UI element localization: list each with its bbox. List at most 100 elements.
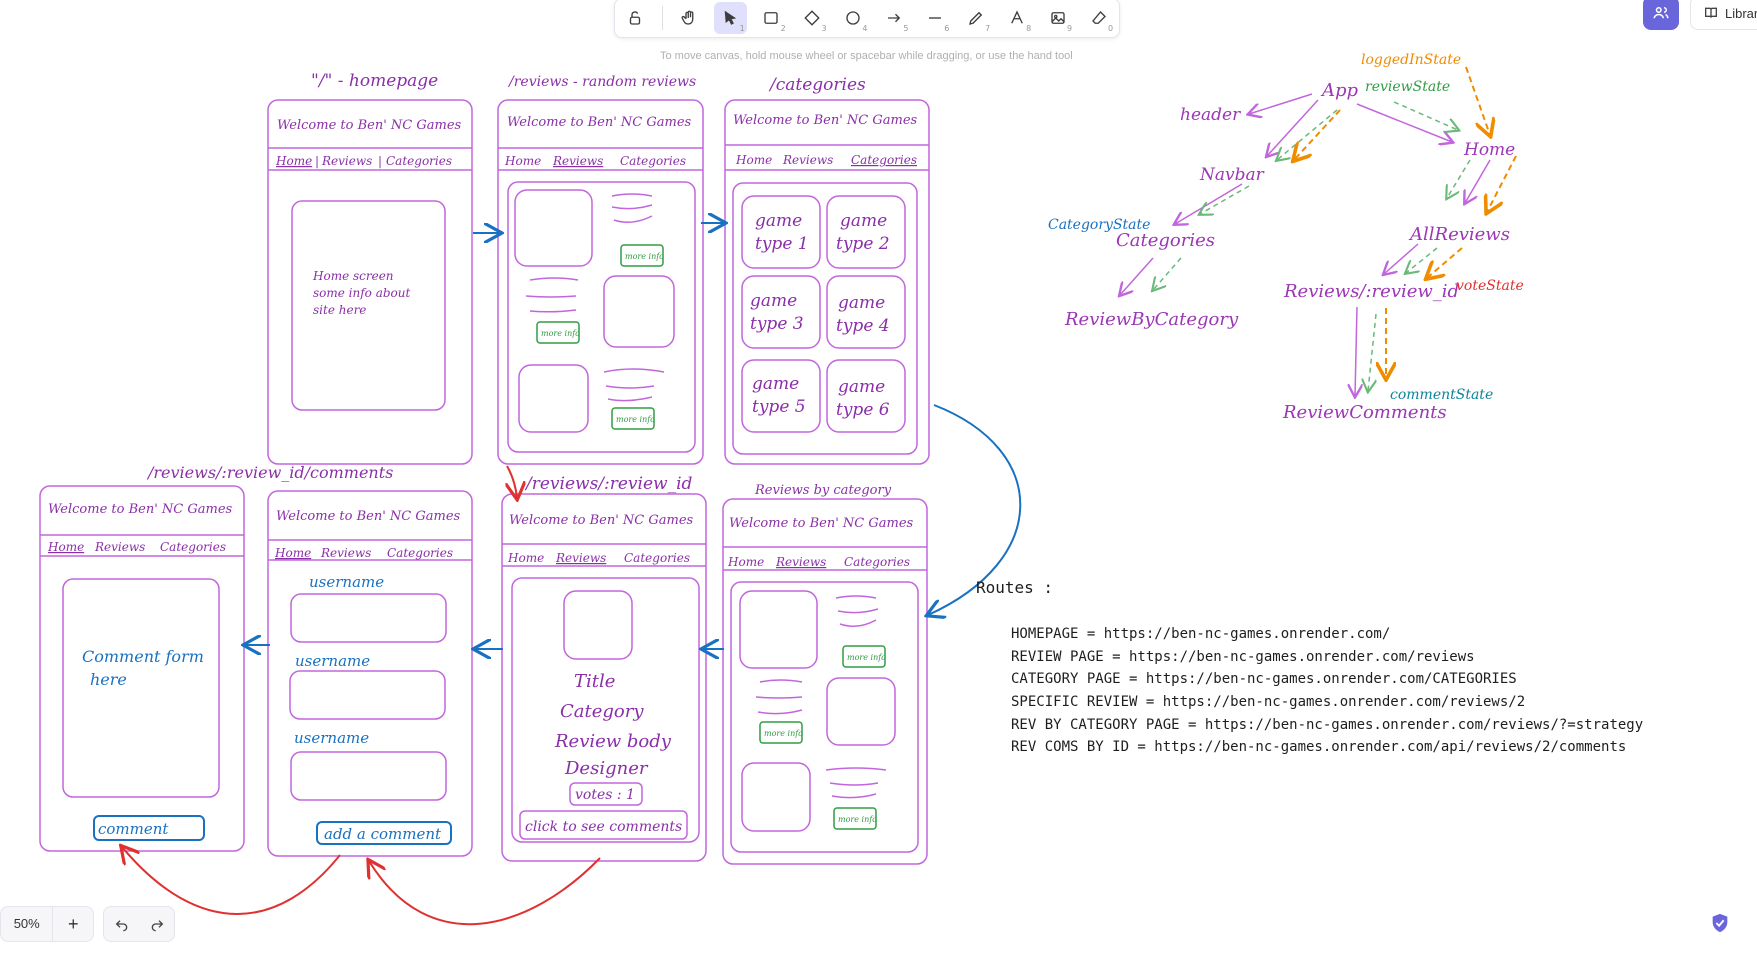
diamond-tool-icon[interactable]: 3 <box>796 2 829 34</box>
nav-home: Home <box>507 551 544 565</box>
hand-tool-icon[interactable] <box>673 2 706 34</box>
wireframe-title: /reviews/:review_id/comments <box>146 463 393 482</box>
route-line: REV COMS BY ID = https://ben-nc-games.on… <box>1011 739 1626 755</box>
routes-block[interactable]: Routes : HOMEPAGE = https://ben-nc-games… <box>976 578 1643 755</box>
tools-toolbar: 1 2 3 4 5 6 7 8 9 0 <box>614 0 1120 38</box>
state-comment: commentState <box>1390 387 1493 403</box>
nav-categories: Categories <box>851 153 917 167</box>
add-comment-button[interactable] <box>316 821 452 845</box>
nav-home: Home <box>504 154 541 168</box>
username-label: username <box>295 652 370 670</box>
comment-button[interactable] <box>93 815 205 841</box>
nav-home: Home <box>47 540 84 554</box>
undo-redo-controls <box>103 906 175 942</box>
zoom-in-button[interactable]: + <box>67 914 79 934</box>
undo-icon[interactable] <box>114 916 130 932</box>
toolbar-divider <box>661 6 663 30</box>
tree-review-comments: ReviewComments <box>1282 402 1447 423</box>
category-label: game <box>752 374 799 394</box>
username-label: username <box>309 573 384 591</box>
selection-tool-icon[interactable]: 1 <box>713 2 747 34</box>
tree-navbar: Navbar <box>1199 165 1265 185</box>
flow-arrows <box>122 223 1022 926</box>
nav-reviews: Reviews <box>555 551 606 565</box>
comment-button-label: comment <box>98 820 169 838</box>
review-field: Title <box>574 671 615 692</box>
nav-categories: Categories <box>386 154 452 168</box>
nav-reviews: Reviews <box>552 154 603 168</box>
wireframe-header-text: Welcome to Ben' NC Games <box>733 113 918 128</box>
route-line: REV BY CATEGORY PAGE = https://ben-nc-ga… <box>1011 717 1643 733</box>
category-label: game <box>840 211 887 231</box>
arrow-tool-icon[interactable]: 5 <box>878 2 911 34</box>
category-label: game <box>838 377 885 397</box>
zoom-reset-button[interactable]: 50% <box>1 907 54 941</box>
nav-reviews: Reviews <box>94 540 145 554</box>
route-line: CATEGORY PAGE = https://ben-nc-games.onr… <box>1011 671 1517 687</box>
wireframe-title: /reviews - random reviews <box>507 74 696 90</box>
wireframe-single-review[interactable]: /reviews/:review_id Welcome to Ben' NC G… <box>501 474 707 862</box>
tree-header: header <box>1180 105 1241 125</box>
review-field: Category <box>560 701 644 722</box>
eraser-tool-icon[interactable]: 0 <box>1082 2 1115 34</box>
wireframe-comments-list[interactable]: Welcome to Ben' NC Games Home Reviews Ca… <box>267 490 473 857</box>
see-comments-button[interactable] <box>519 810 688 840</box>
wireframe-comment-form[interactable]: /reviews/:review_id/comments Welcome to … <box>39 463 393 852</box>
nav-sep: | <box>315 154 319 168</box>
wireframe-header-text: Welcome to Ben' NC Games <box>277 118 462 133</box>
review-field: Designer <box>564 758 649 779</box>
ellipse-tool-icon[interactable]: 4 <box>837 2 870 34</box>
image-tool-icon[interactable]: 9 <box>1041 2 1074 34</box>
book-icon <box>1705 7 1717 18</box>
route-line: SPECIFIC REVIEW = https://ben-nc-games.o… <box>1011 694 1525 710</box>
nav-reviews: Reviews <box>321 154 372 168</box>
rectangle-tool-icon[interactable]: 2 <box>755 2 788 34</box>
nav-categories: Categories <box>624 551 690 565</box>
line-tool-icon[interactable]: 6 <box>928 17 950 33</box>
nav-categories: Categories <box>160 540 226 554</box>
nav-home: Home <box>275 154 312 168</box>
library-label: Library <box>1725 5 1757 21</box>
text-tool-icon[interactable]: 8 <box>1000 2 1033 34</box>
state-category: CategoryState <box>1048 217 1150 233</box>
component-tree[interactable]: App header Navbar Home Categories AllRev… <box>1048 52 1524 423</box>
wireframe-title: Reviews by category <box>754 483 892 498</box>
nav-home: Home <box>274 546 311 560</box>
more-info-label: more info <box>838 815 877 824</box>
category-label: type 5 <box>752 397 806 417</box>
more-info-label: more info <box>616 415 655 424</box>
category-label: type 1 <box>755 234 809 254</box>
see-comments-label: click to see comments <box>525 819 682 835</box>
category-label: game <box>750 291 797 311</box>
tree-categories: Categories <box>1116 230 1215 251</box>
more-info-label: more info <box>541 329 580 338</box>
more-info-label: more info <box>847 653 886 662</box>
wireframe-header-text: Welcome to Ben' NC Games <box>48 502 233 517</box>
shield-check-icon[interactable] <box>1709 912 1731 934</box>
wireframe-reviews[interactable]: /reviews - random reviews Welcome to Ben… <box>497 74 704 465</box>
wireframe-reviews-by-category[interactable]: Reviews by category Welcome to Ben' NC G… <box>722 483 928 865</box>
collaborate-button[interactable] <box>1643 0 1679 30</box>
category-label: type 3 <box>750 314 804 334</box>
wireframe-header-text: Welcome to Ben' NC Games <box>509 513 694 528</box>
route-line: REVIEW PAGE = https://ben-nc-games.onren… <box>1011 649 1475 665</box>
library-button[interactable]: Library <box>1690 0 1757 30</box>
comment-form-body: here <box>90 670 127 689</box>
home-body-line: Home screen <box>312 269 394 283</box>
lock-icon[interactable] <box>619 2 652 34</box>
zoom-controls: 50% + <box>0 906 94 942</box>
redo-icon[interactable] <box>149 916 165 932</box>
more-info-label: more info <box>625 252 664 261</box>
wireframe-header-text: Welcome to Ben' NC Games <box>507 115 692 130</box>
wireframe-header-text: Welcome to Ben' NC Games <box>729 516 914 531</box>
draw-tool-icon[interactable]: 7 <box>959 2 992 34</box>
state-review: reviewState <box>1365 79 1450 95</box>
review-field: Review body <box>554 731 672 752</box>
nav-categories: Categories <box>620 154 686 168</box>
wireframe-categories[interactable]: /categories Welcome to Ben' NC Games Hom… <box>724 75 930 465</box>
home-body-line: site here <box>313 303 366 317</box>
wireframe-title: /reviews/:review_id <box>524 474 693 494</box>
wireframe-homepage[interactable]: "/" - homepage Welcome to Ben' NC Games … <box>267 71 473 465</box>
nav-categories: Categories <box>844 555 910 569</box>
